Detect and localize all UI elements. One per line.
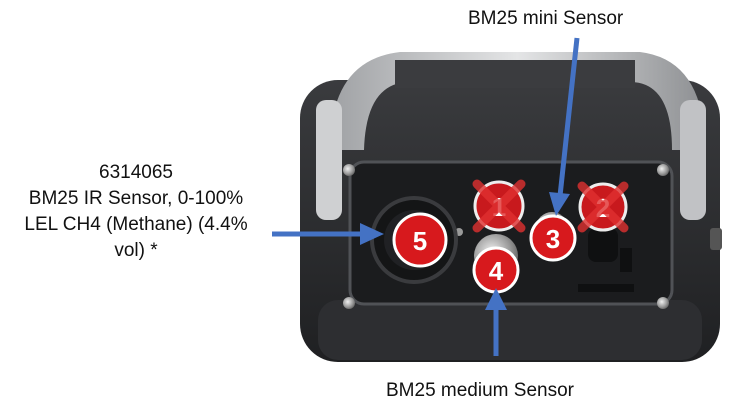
slot-badge-4: 4 [472,246,520,294]
ir-sensor-gas: LEL CH4 (Methane) (4.4% [24,214,248,235]
screw-icon [343,164,355,176]
medium-sensor-label: BM25 medium Sensor [386,380,574,401]
cross-out-icon [472,179,526,233]
svg-text:5: 5 [413,226,427,256]
slot-badge-1: 1 [472,179,526,233]
arrow-to-medium-sensor [485,288,507,356]
ir-sensor-name: BM25 IR Sensor, 0-100% [28,188,244,209]
slot-badge-2: 2 [577,181,629,233]
slot-badge-5: 5 [392,212,448,268]
screw-icon [343,297,355,309]
svg-text:3: 3 [546,224,560,254]
ir-sensor-label: 6314065 BM25 IR Sensor, 0-100% LEL CH4 (… [0,160,272,264]
cross-out-icon [577,181,629,233]
mini-sensor-label: BM25 mini Sensor [468,8,624,29]
slot-badge-3: 3 [529,214,577,262]
ir-sensor-vol: vol) * [114,240,158,261]
arrow-to-mini-sensor [549,37,580,216]
screw-icon [657,297,669,309]
arrow-to-ir-sensor [272,223,384,245]
svg-text:4: 4 [489,256,504,286]
screw-icon [657,164,669,176]
ir-sensor-part-number: 6314065 [99,162,173,183]
